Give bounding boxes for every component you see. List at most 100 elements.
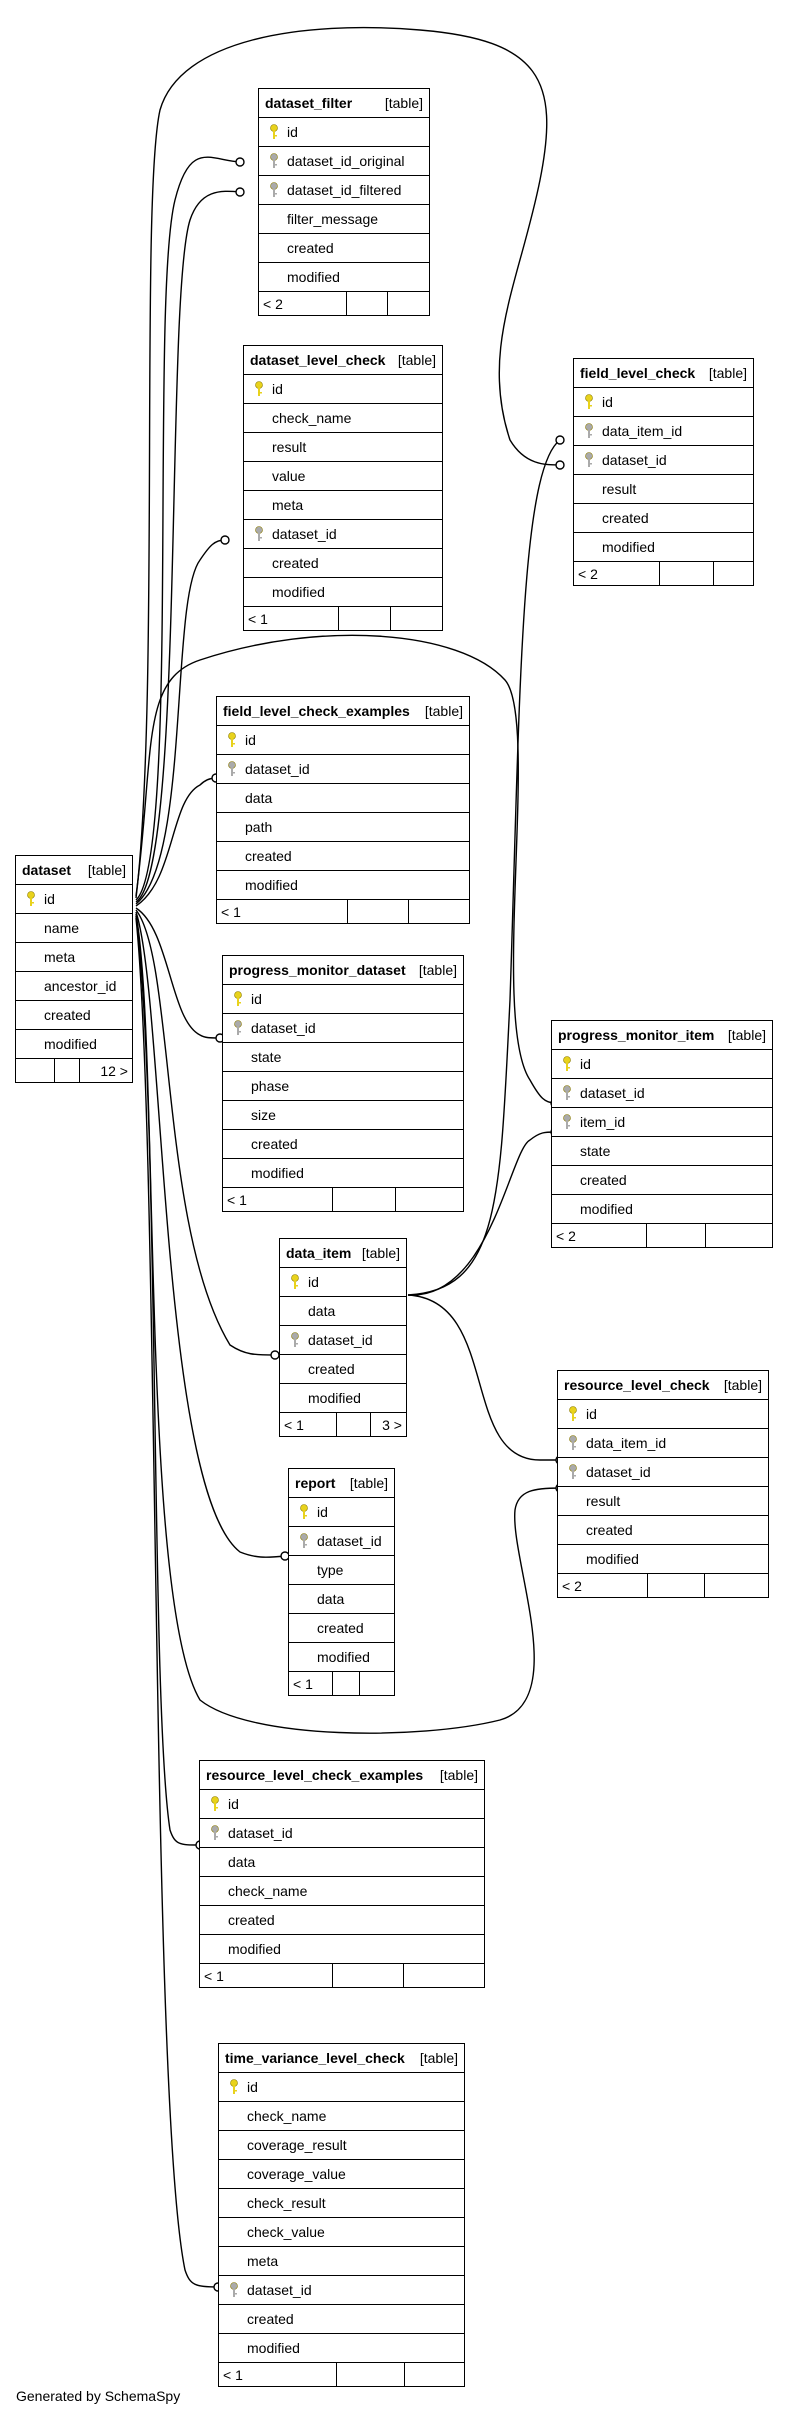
column-row[interactable]: modified (217, 871, 469, 900)
foreign-key-icon (580, 423, 598, 439)
column-row[interactable]: modified (244, 578, 442, 607)
column-row[interactable]: id (16, 885, 132, 914)
column-row[interactable]: modified (200, 1935, 484, 1964)
column-row[interactable]: item_id (552, 1108, 772, 1137)
column-row[interactable]: phase (223, 1072, 463, 1101)
column-row[interactable]: modified (289, 1643, 394, 1672)
column-row[interactable]: id (558, 1400, 768, 1429)
column-row[interactable]: name (16, 914, 132, 943)
column-row[interactable]: dataset_id_original (259, 147, 429, 176)
column-row[interactable]: id (574, 388, 753, 417)
column-row[interactable]: created (219, 2305, 464, 2334)
column-row[interactable]: state (552, 1137, 772, 1166)
parent-count: < 2 (259, 292, 348, 315)
column-row[interactable]: id (223, 985, 463, 1014)
column-row[interactable]: coverage_value (219, 2160, 464, 2189)
column-row[interactable]: meta (244, 491, 442, 520)
column-row[interactable]: created (280, 1355, 406, 1384)
foreign-key-icon (223, 761, 241, 777)
column-row[interactable]: filter_message (259, 205, 429, 234)
column-row[interactable]: check_name (244, 404, 442, 433)
column-row[interactable]: check_result (219, 2189, 464, 2218)
column-row[interactable]: created (552, 1166, 772, 1195)
row-count (55, 1059, 80, 1082)
column-row[interactable]: id (217, 726, 469, 755)
column-row[interactable]: dataset_id_filtered (259, 176, 429, 205)
column-row[interactable]: id (200, 1790, 484, 1819)
column-name: dataset_id (245, 761, 310, 777)
column-row[interactable]: dataset_id (574, 446, 753, 475)
column-row[interactable]: state (223, 1043, 463, 1072)
column-row[interactable]: data (289, 1585, 394, 1614)
column-row[interactable]: modified (16, 1030, 132, 1059)
column-row[interactable]: result (244, 433, 442, 462)
column-row[interactable]: result (558, 1487, 768, 1516)
column-row[interactable]: dataset_id (244, 520, 442, 549)
column-row[interactable]: modified (223, 1159, 463, 1188)
column-row[interactable]: dataset_id (219, 2276, 464, 2305)
column-row[interactable]: dataset_id (200, 1819, 484, 1848)
column-row[interactable]: id (289, 1498, 394, 1527)
column-row[interactable]: check_name (219, 2102, 464, 2131)
column-row[interactable]: meta (219, 2247, 464, 2276)
column-row[interactable]: created (200, 1906, 484, 1935)
column-row[interactable]: created (289, 1614, 394, 1643)
column-row[interactable]: type (289, 1556, 394, 1585)
column-row[interactable]: dataset_id (223, 1014, 463, 1043)
column-row[interactable]: data (217, 784, 469, 813)
column-row[interactable]: ancestor_id (16, 972, 132, 1001)
column-row[interactable]: modified (259, 263, 429, 292)
child-count (714, 562, 753, 585)
column-row[interactable]: modified (219, 2334, 464, 2363)
column-row[interactable]: data (200, 1848, 484, 1877)
column-row[interactable]: modified (280, 1384, 406, 1413)
column-row[interactable]: created (244, 549, 442, 578)
column-row[interactable]: created (223, 1130, 463, 1159)
column-row[interactable]: modified (558, 1545, 768, 1574)
column-row[interactable]: coverage_result (219, 2131, 464, 2160)
column-row[interactable]: dataset_id (552, 1079, 772, 1108)
column-name: meta (247, 2253, 279, 2269)
column-row[interactable]: check_name (200, 1877, 484, 1906)
table-header: report[table] (289, 1469, 394, 1498)
column-row[interactable]: path (217, 813, 469, 842)
column-row[interactable]: dataset_id (289, 1527, 394, 1556)
column-row[interactable]: meta (16, 943, 132, 972)
column-row[interactable]: size (223, 1101, 463, 1130)
column-row[interactable]: dataset_id (558, 1458, 768, 1487)
column-row[interactable]: created (558, 1516, 768, 1545)
column-row[interactable]: dataset_id (280, 1326, 406, 1355)
row-count (648, 1574, 705, 1597)
column-row[interactable]: data_item_id (558, 1429, 768, 1458)
column-name: result (586, 1493, 621, 1509)
column-row[interactable]: value (244, 462, 442, 491)
column-row[interactable]: data_item_id (574, 417, 753, 446)
column-row[interactable]: id (259, 118, 429, 147)
column-row[interactable]: created (259, 234, 429, 263)
column-row[interactable]: data (280, 1297, 406, 1326)
column-row[interactable]: modified (552, 1195, 772, 1224)
column-row[interactable]: check_value (219, 2218, 464, 2247)
column-row[interactable]: id (244, 375, 442, 404)
column-row[interactable]: created (574, 504, 753, 533)
column-row[interactable]: dataset_id (217, 755, 469, 784)
column-row[interactable]: id (280, 1268, 406, 1297)
column-row[interactable]: result (574, 475, 753, 504)
column-row[interactable]: modified (574, 533, 753, 562)
column-row[interactable]: created (16, 1001, 132, 1030)
column-row[interactable]: id (219, 2073, 464, 2102)
column-row[interactable]: id (552, 1050, 772, 1079)
column-row[interactable]: created (217, 842, 469, 871)
